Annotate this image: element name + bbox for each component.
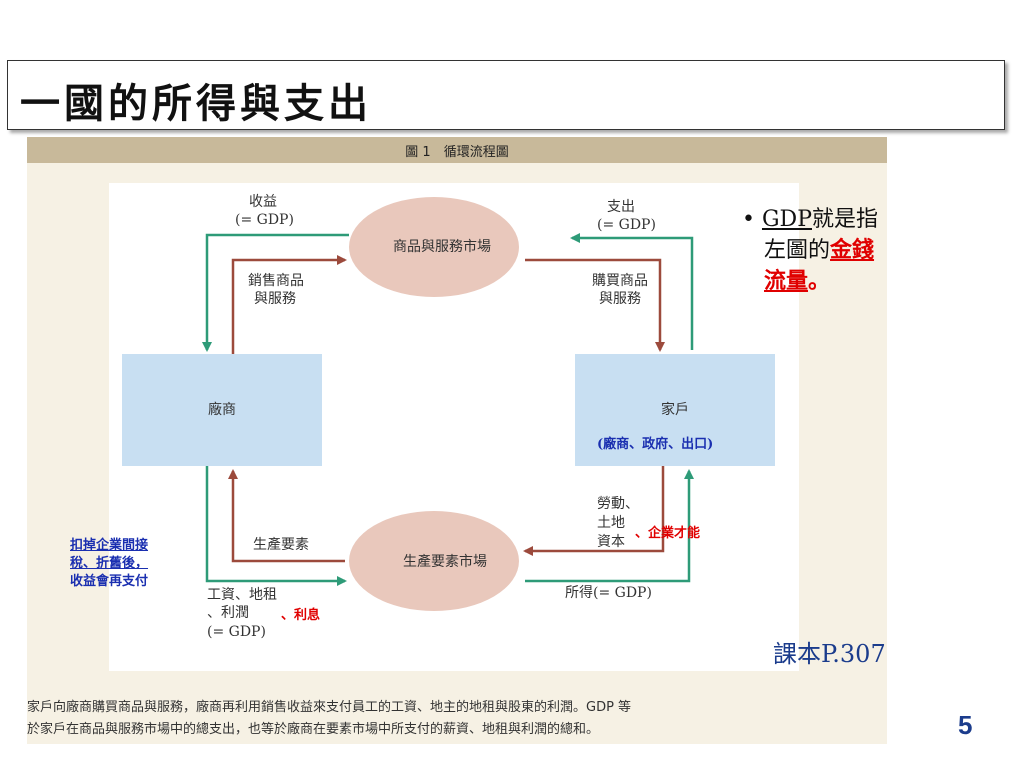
factors-arrow	[228, 469, 345, 563]
firms-box	[122, 354, 322, 466]
expenditure-gdp-label: (= GDP)	[597, 217, 656, 233]
textbook-reference: 課本P.307	[773, 640, 886, 668]
factor-market-ellipse	[349, 511, 519, 611]
circular-flow-figure: 圖 1 循環流程圖 商品與服務市場	[27, 137, 887, 744]
wages-label-1: 工資、地租	[207, 587, 277, 603]
income-arrow	[525, 469, 694, 583]
bullet-money: 金錢	[830, 237, 875, 263]
bullet-text-2: 左圖的	[764, 238, 831, 263]
bullet-period: 。	[808, 268, 831, 294]
wages-label-2: 、利潤	[207, 605, 249, 621]
tax-note-line-1: 扣掉企業間接	[70, 538, 149, 553]
bullet-gdp: GDP	[761, 207, 812, 232]
income-label: 所得(= GDP)	[565, 585, 652, 601]
factor-market-label: 生產要素市場	[403, 554, 487, 570]
tax-deduction-note: 扣掉企業間接 稅、折舊後， 收益會再支付	[70, 537, 148, 591]
revenue-label: 收益	[249, 194, 277, 210]
page-number: 5	[958, 710, 973, 740]
expenditure-arrow	[570, 233, 694, 350]
labor-label: 勞動、	[597, 496, 639, 512]
bullet-flow: 流量	[764, 268, 809, 294]
sell-goods-arrow	[231, 255, 347, 354]
figure-header: 圖 1 循環流程圖	[27, 137, 887, 163]
wages-gdp-label: (= GDP)	[207, 624, 266, 640]
households-label: 家戶	[661, 402, 689, 418]
expenditure-label: 支出	[607, 199, 635, 215]
sell-goods-label-1: 銷售商品	[248, 273, 304, 289]
buy-goods-label-2: 與服務	[599, 291, 641, 307]
firms-label: 廠商	[208, 402, 236, 418]
figure-caption-line-2: 於家戶在商品與服務市場中的總支出，也等於廠商在要素市場中所支付的薪資、地租與利潤…	[27, 722, 600, 737]
land-label: 土地	[597, 515, 625, 531]
households-extra-note: (廠商、政府、出口)	[597, 437, 714, 452]
tax-note-line-3: 收益會再支付	[70, 574, 149, 589]
tax-note-line-2: 稅、折舊後，	[70, 556, 149, 571]
revenue-gdp-label: (= GDP)	[235, 212, 294, 228]
figure-header-text: 圖 1 循環流程圖	[405, 145, 509, 160]
gdp-bullet-point: • GDP就是指 左圖的金錢 流量。	[742, 205, 952, 297]
buy-goods-arrow	[525, 258, 665, 352]
slide-title-box: 一國的所得與支出	[7, 60, 1005, 130]
bullet-text-1: 就是指	[812, 207, 879, 232]
figure-caption: 家戶向廠商購買商品與服務，廠商再利用銷售收益來支付員工的工資、地主的地租與股東的…	[27, 697, 887, 741]
figure-caption-line-1: 家戶向廠商購買商品與服務，廠商再利用銷售收益來支付員工的工資、地主的地租與股東的…	[27, 700, 632, 715]
bullet-marker: •	[742, 207, 762, 232]
sell-goods-label-2: 與服務	[254, 291, 296, 307]
flow-diagram-svg	[122, 197, 775, 611]
factors-label: 生產要素	[253, 537, 309, 553]
interest-note: 、利息	[281, 608, 321, 623]
households-box	[575, 354, 775, 466]
slide-title: 一國的所得與支出	[20, 80, 372, 127]
revenue-arrow	[202, 233, 349, 352]
buy-goods-label-1: 購買商品	[592, 273, 648, 289]
wages-arrow	[205, 466, 347, 586]
goods-market-label: 商品與服務市場	[393, 239, 491, 255]
labor-arrow	[523, 466, 665, 556]
entrepreneurship-note: 、企業才能	[635, 526, 701, 541]
capital-label: 資本	[597, 534, 625, 550]
goods-market-ellipse	[349, 197, 519, 297]
